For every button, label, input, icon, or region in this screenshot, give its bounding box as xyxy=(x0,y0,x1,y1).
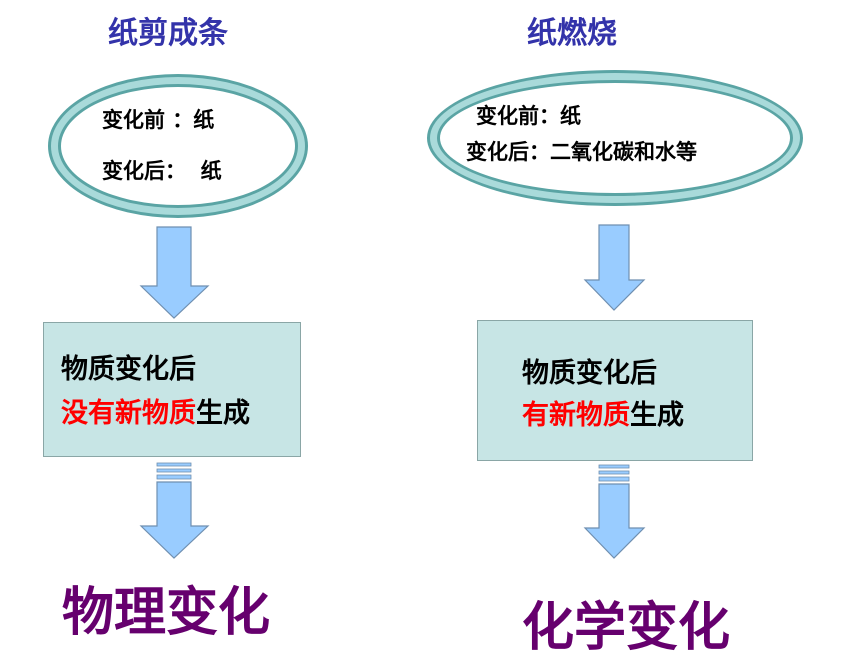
left-box-line2: 没有新物质生成 xyxy=(61,391,250,430)
left-result-box: 物质变化后 没有新物质生成 xyxy=(43,322,301,457)
left-before-label: 变化前 ：纸 xyxy=(102,108,215,132)
left-box-highlight: 没有新物质 xyxy=(61,398,196,429)
right-box-line2: 有新物质生成 xyxy=(522,393,684,432)
left-box-suffix: 生成 xyxy=(196,398,250,429)
left-title: 纸剪成条 xyxy=(108,16,228,51)
left-after-label: 变化后： 纸 xyxy=(102,159,222,183)
right-after-label: 变化后：二氧化碳和水等 xyxy=(466,140,697,164)
right-box-highlight: 有新物质 xyxy=(522,400,630,431)
right-before-label: 变化前：纸 xyxy=(476,104,581,128)
right-box-line1: 物质变化后 xyxy=(522,358,657,389)
left-down-arrow-2 xyxy=(139,462,210,559)
right-result-box: 物质变化后 有新物质生成 xyxy=(477,320,753,461)
left-state-ellipse xyxy=(58,84,298,208)
right-down-arrow-2 xyxy=(583,464,646,559)
left-result-label: 物理变化 xyxy=(62,583,271,643)
right-title: 纸燃烧 xyxy=(527,16,617,51)
left-down-arrow-1 xyxy=(139,226,210,319)
right-box-suffix: 生成 xyxy=(630,400,684,431)
right-down-arrow-1 xyxy=(583,224,646,311)
left-box-line1: 物质变化后 xyxy=(61,354,196,385)
right-state-ellipse xyxy=(437,80,793,196)
right-result-label: 化学变化 xyxy=(522,598,731,658)
